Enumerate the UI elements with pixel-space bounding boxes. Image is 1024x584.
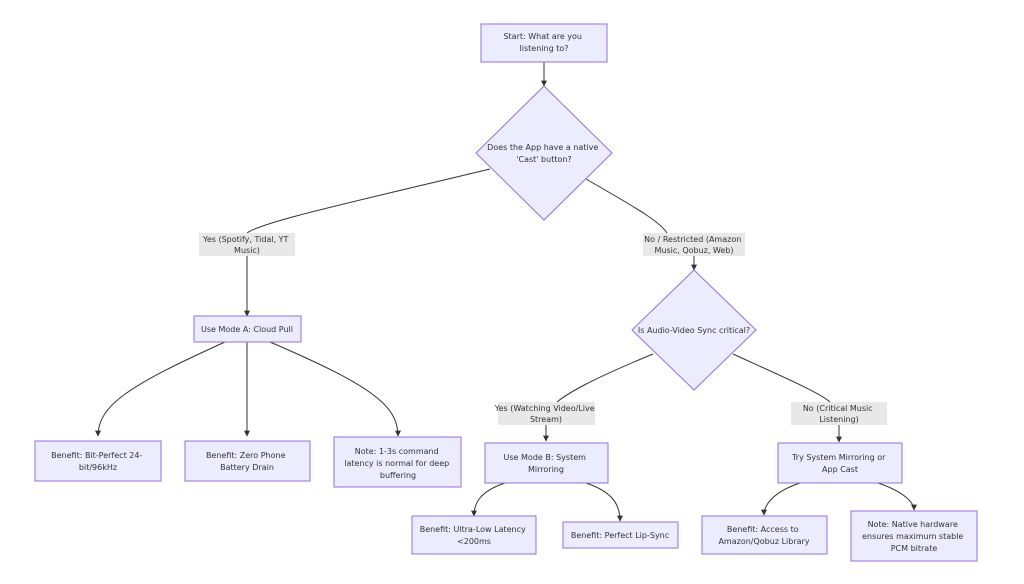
edge-mode-a-to-benefit-bitperfect <box>95 341 226 437</box>
node-benefit-lipsync: Benefit: Perfect Lip-Sync <box>562 521 679 549</box>
edge-label-cast-yes-line-1: Yes (Spotify, Tidal, YT <box>202 235 289 244</box>
svg-text:Use Mode A: Cloud Pull: Use Mode A: Cloud Pull <box>201 325 293 334</box>
edge-cast-question-to-yes-label <box>246 168 491 234</box>
svg-text:No / Restricted (Amazon: No / Restricted (Amazon Music, Qobuz, We… <box>644 235 744 255</box>
edge-sync-question-to-yes-label <box>556 353 654 403</box>
node-mode-a: Use Mode A: Cloud Pull <box>193 315 302 343</box>
node-note-latency-line-1: Note: 1-3s command <box>355 447 439 456</box>
edge-label-sync-yes-line-2: Stream) <box>530 415 562 424</box>
node-note-hardware: Note: Native hardware ensures maximum st… <box>850 510 978 562</box>
edge-mode-b-to-benefit-lipsync <box>585 482 623 522</box>
node-try-mirroring: Try System Mirroring or App Cast <box>777 442 903 484</box>
edge-label-sync-no-line-1: No (Critical Music <box>803 404 873 413</box>
node-note-hardware-line-1: Note: Native hardware <box>868 520 958 529</box>
edge-sync-question-to-no-label <box>732 353 831 403</box>
node-start-line-1: Start: What are you <box>503 32 582 41</box>
edge-label-sync-yes: Yes (Watching Video/Live Stream) <box>494 402 597 425</box>
svg-text:No (Critical Music Lis: No (Critical Music Listening) <box>803 404 875 424</box>
node-benefit-bitperfect: Benefit: Bit-Perfect 24- bit/96kHz <box>34 440 162 482</box>
svg-text:Benefit: Bit-Perfect 24-: Benefit: Bit-Perfect 24- bit/96kHz <box>51 451 145 472</box>
node-note-latency-line-2: latency is normal for deep <box>344 459 449 468</box>
node-benefit-lowlatency-line-2: <200ms <box>457 537 491 546</box>
node-benefit-lowlatency: Benefit: Ultra-Low Latency <200ms <box>411 515 537 555</box>
edge-label-sync-no-line-2: Listening) <box>819 415 858 424</box>
edge-cast-question-to-no-label <box>585 178 668 234</box>
svg-text:Yes (Watching Video/Live: Yes (Watching Video/Live Stream) <box>494 404 597 424</box>
edge-try-mirroring-to-note-hardware <box>877 482 917 511</box>
node-sync-question-line-1: Is Audio-Video Sync critical? <box>638 326 750 335</box>
svg-text:Benefit: Zero Phone Ba: Benefit: Zero Phone Battery Drain <box>206 451 288 472</box>
svg-text:Benefit: Perfect Lip-Sync: Benefit: Perfect Lip-Sync <box>571 531 669 540</box>
node-sync-question: Is Audio-Video Sync critical? <box>631 269 757 391</box>
node-benefit-lipsync-line-1: Benefit: Perfect Lip-Sync <box>571 531 669 540</box>
svg-text:Note: Native hardware: Note: Native hardware ensures maximum st… <box>862 520 966 553</box>
node-mode-b-line-2: Mirroring <box>528 465 564 474</box>
edge-mode-b-to-benefit-lowlatency <box>471 482 506 517</box>
node-mode-b: Use Mode B: System Mirroring <box>484 442 609 484</box>
edge-label-cast-no-line-2: Music, Qobuz, Web) <box>654 246 733 255</box>
edge-label-cast-yes-line-2: Music) <box>234 246 260 255</box>
edge-label-cast-no: No / Restricted (Amazon Music, Qobuz, We… <box>643 233 745 256</box>
node-mode-a-line-1: Use Mode A: Cloud Pull <box>201 325 293 334</box>
svg-text:Try System Mirroring or: Try System Mirroring or App Cast <box>791 453 888 474</box>
svg-text:Yes (Spotify, Tidal, YT: Yes (Spotify, Tidal, YT Music) <box>202 235 291 255</box>
edge-labels: Yes (Spotify, Tidal, YT Music) No / Rest… <box>199 233 887 425</box>
node-benefit-library-line-1: Benefit: Access to <box>727 525 799 534</box>
node-mode-b-line-1: Use Mode B: System <box>504 453 587 462</box>
node-cast-question: Does the App have a native 'Cast' button… <box>475 85 613 221</box>
svg-text:Use Mode B: System Mir: Use Mode B: System Mirroring <box>504 453 589 474</box>
node-cast-question-line-2: 'Cast' button? <box>516 155 571 164</box>
node-benefit-lowlatency-line-1: Benefit: Ultra-Low Latency <box>420 525 526 534</box>
node-benefit-library-line-2: Amazon/Qobuz Library <box>718 537 809 546</box>
nodes: Start: What are you listening to? Does t… <box>34 23 978 562</box>
edge-try-mirroring-to-benefit-library <box>761 482 801 516</box>
node-benefit-library: Benefit: Access to Amazon/Qobuz Library <box>701 515 828 555</box>
edge-label-cast-no-line-1: No / Restricted (Amazon <box>644 235 741 244</box>
svg-text:Benefit: Access to Ama: Benefit: Access to Amazon/Qobuz Library <box>718 525 809 546</box>
node-benefit-battery: Benefit: Zero Phone Battery Drain <box>184 440 311 482</box>
edge-label-cast-yes: Yes (Spotify, Tidal, YT Music) <box>199 233 295 256</box>
node-note-hardware-line-2: ensures maximum stable <box>862 532 963 541</box>
edge-label-sync-yes-line-1: Yes (Watching Video/Live <box>494 404 595 413</box>
node-start-line-2: listening to? <box>520 44 569 53</box>
svg-text:Benefit: Ultra-Low Latency: Benefit: Ultra-Low Latency <200ms <box>420 525 529 546</box>
svg-text:Is Audio-Video Sync critical?: Is Audio-Video Sync critical? <box>638 326 750 335</box>
svg-text:Note: 1-3s command lat: Note: 1-3s command latency is normal for… <box>344 447 452 480</box>
node-note-latency: Note: 1-3s command latency is normal for… <box>333 436 462 488</box>
node-note-latency-line-3: buffering <box>380 471 416 480</box>
edges <box>95 62 917 522</box>
node-start: Start: What are you listening to? <box>480 23 608 63</box>
svg-text:Start: What are you li: Start: What are you listening to? <box>503 32 584 53</box>
edge-label-sync-no: No (Critical Music Listening) <box>791 402 887 425</box>
node-benefit-bitperfect-line-2: bit/96kHz <box>79 463 117 472</box>
node-benefit-bitperfect-line-1: Benefit: Bit-Perfect 24- <box>51 451 142 460</box>
node-benefit-battery-line-1: Benefit: Zero Phone <box>206 451 286 460</box>
node-benefit-battery-line-2: Battery Drain <box>220 463 274 472</box>
svg-text:Does the App have a native: Does the App have a native 'Cast' button… <box>487 143 601 164</box>
node-cast-question-line-1: Does the App have a native <box>487 143 598 152</box>
edge-mode-a-to-note-latency <box>269 341 401 437</box>
node-try-mirroring-line-1: Try System Mirroring or <box>791 453 886 462</box>
node-try-mirroring-line-2: App Cast <box>822 465 858 474</box>
node-note-hardware-line-3: PCM bitrate <box>891 544 938 553</box>
